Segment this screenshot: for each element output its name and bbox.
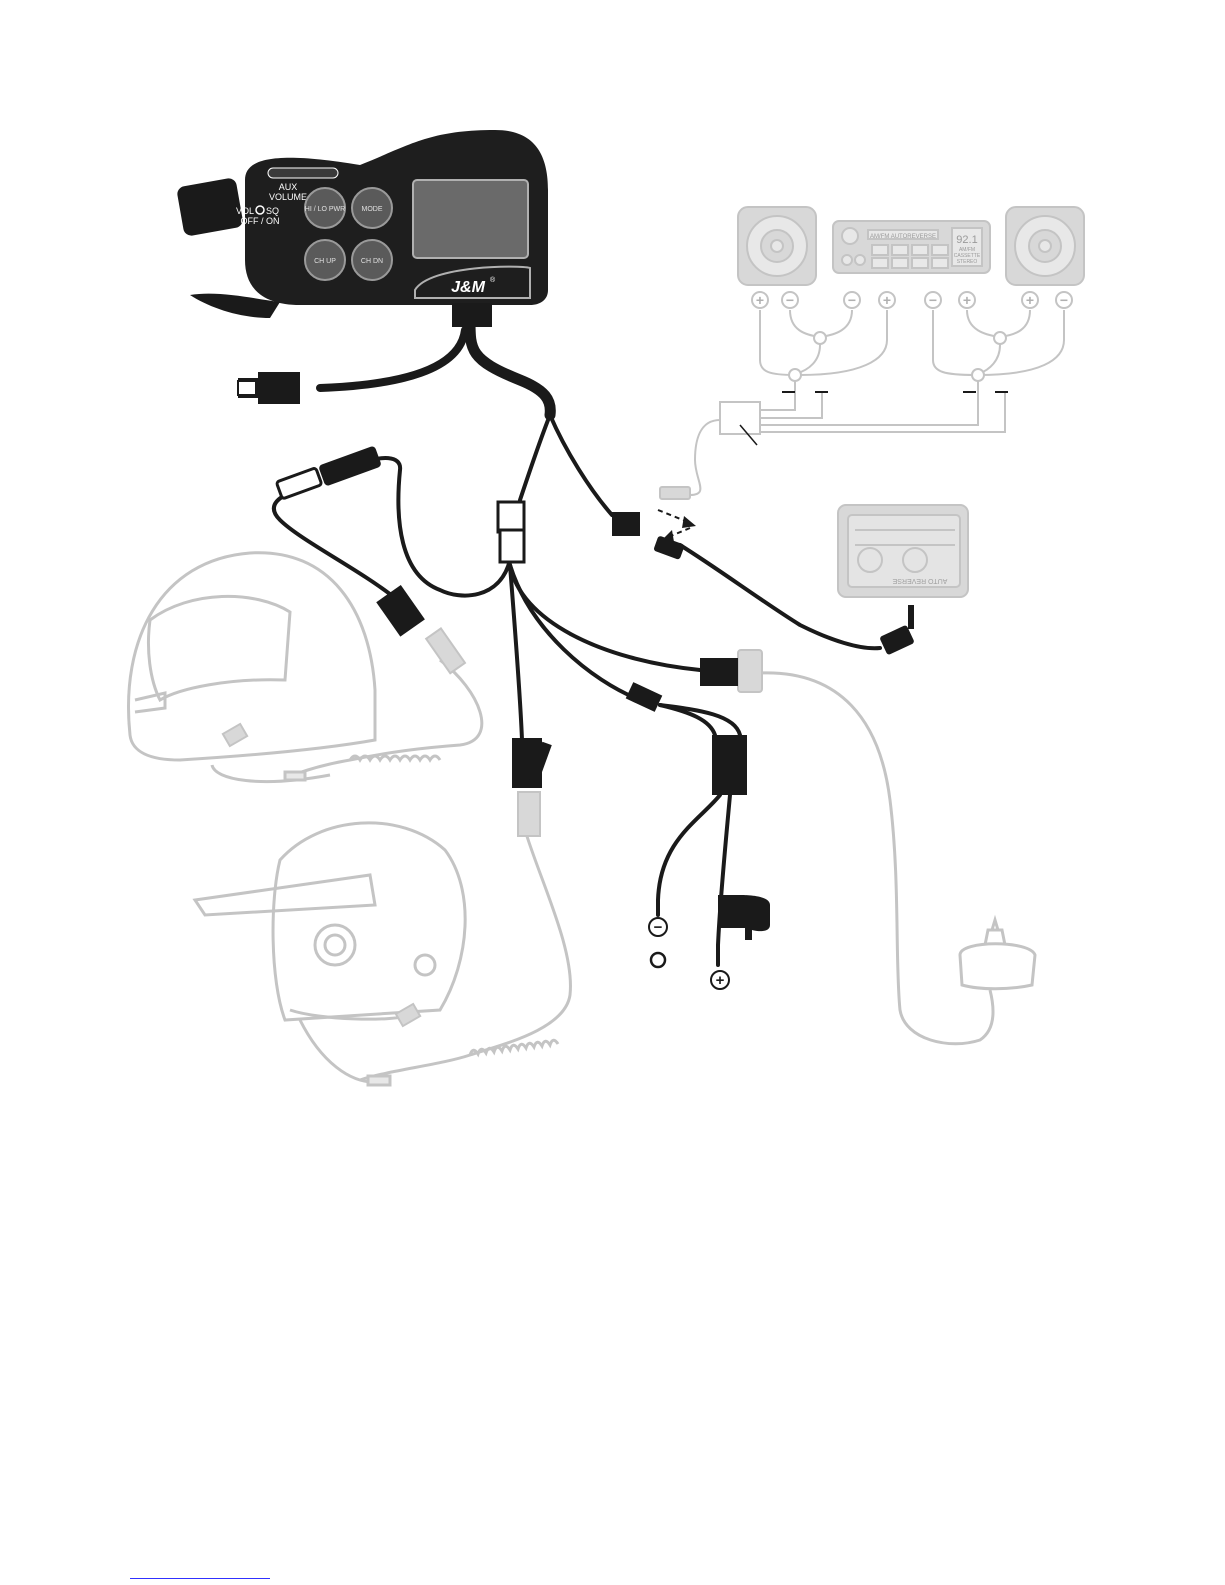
plus-sign: + xyxy=(716,972,725,989)
ch-dn-label: CH DN xyxy=(361,258,383,265)
speaker-terminals: + − − + − + + − xyxy=(752,292,1072,308)
lcd-display xyxy=(413,180,528,258)
mode-label: MODE xyxy=(362,206,383,213)
terminal-6-sign: + xyxy=(963,292,971,308)
angle-jack-tip xyxy=(908,605,914,629)
full-face-helmet xyxy=(129,553,376,760)
terminal-8-sign: − xyxy=(1060,292,1068,308)
main-harness xyxy=(274,320,880,965)
arrow-head xyxy=(682,516,696,528)
jm-logo: J&M xyxy=(451,279,485,296)
open-face-helmet xyxy=(195,823,465,1020)
aux-volume-wheel xyxy=(268,168,338,178)
aux-label: AUX xyxy=(279,182,298,192)
tape-player: AUTO REVERSE xyxy=(838,505,968,597)
hi-lo-pwr-label: HI / LO PWR xyxy=(305,206,345,213)
helmet-1-adapter xyxy=(376,585,425,637)
footer-link-underline xyxy=(130,1578,270,1579)
controller-mount-clamp xyxy=(176,177,244,237)
terminal-1-sign: + xyxy=(756,292,764,308)
car-stereo: AM/FM AUTOREVERSE 92.1 AM/FM CASSETTE ST… xyxy=(833,221,990,273)
handlebar-ptt-switch xyxy=(960,920,1035,989)
power-module xyxy=(712,735,747,795)
arrow-head xyxy=(662,530,674,542)
terminal-3-sign: − xyxy=(848,292,856,308)
stereo-input-plug xyxy=(612,512,640,536)
headset-plug-1b xyxy=(276,468,322,499)
minus-sign: − xyxy=(654,919,663,936)
grey-coiled-cables xyxy=(212,660,993,1085)
harness-connectors xyxy=(238,372,915,967)
stereo-display: 92.1 xyxy=(956,234,977,246)
stereo-tape-label: AM/FM AUTOREVERSE xyxy=(870,234,936,240)
registered-mark: ® xyxy=(490,276,496,284)
tape-player-label: AUTO REVERSE xyxy=(892,577,947,584)
angle-jack xyxy=(879,625,915,656)
ptt-connector-tip xyxy=(238,381,256,395)
controller-cable-boot xyxy=(452,303,492,327)
knob-sq-label: SQ xyxy=(266,206,279,216)
ptt-harness-plug xyxy=(700,658,738,686)
fuse-holder xyxy=(718,895,770,940)
speaker-wiring xyxy=(690,310,1064,495)
controller-unit: AUX VOLUME VOL SQ OFF / ON HI / LO PWR M… xyxy=(176,130,548,327)
grey-connectors xyxy=(223,487,762,1026)
stereo-display-line-3: STEREO xyxy=(957,259,978,265)
jack-connector xyxy=(500,530,524,562)
ground-ring xyxy=(651,953,665,967)
terminal-4-sign: + xyxy=(883,292,891,308)
speaker-left xyxy=(738,207,816,285)
knob-off-on-label: OFF / ON xyxy=(241,216,280,226)
terminal-7-sign: + xyxy=(1026,292,1034,308)
knob-vol-label: VOL xyxy=(236,206,254,216)
terminal-2-sign: − xyxy=(786,292,794,308)
ptt-harness-sleeve xyxy=(626,682,663,712)
terminal-5-sign: − xyxy=(929,292,937,308)
headset-plug-1 xyxy=(318,445,382,486)
ch-up-label: CH UP xyxy=(314,258,336,265)
speaker-right xyxy=(1006,207,1084,285)
volume-label: VOLUME xyxy=(269,192,307,202)
jack-connector xyxy=(498,502,524,532)
